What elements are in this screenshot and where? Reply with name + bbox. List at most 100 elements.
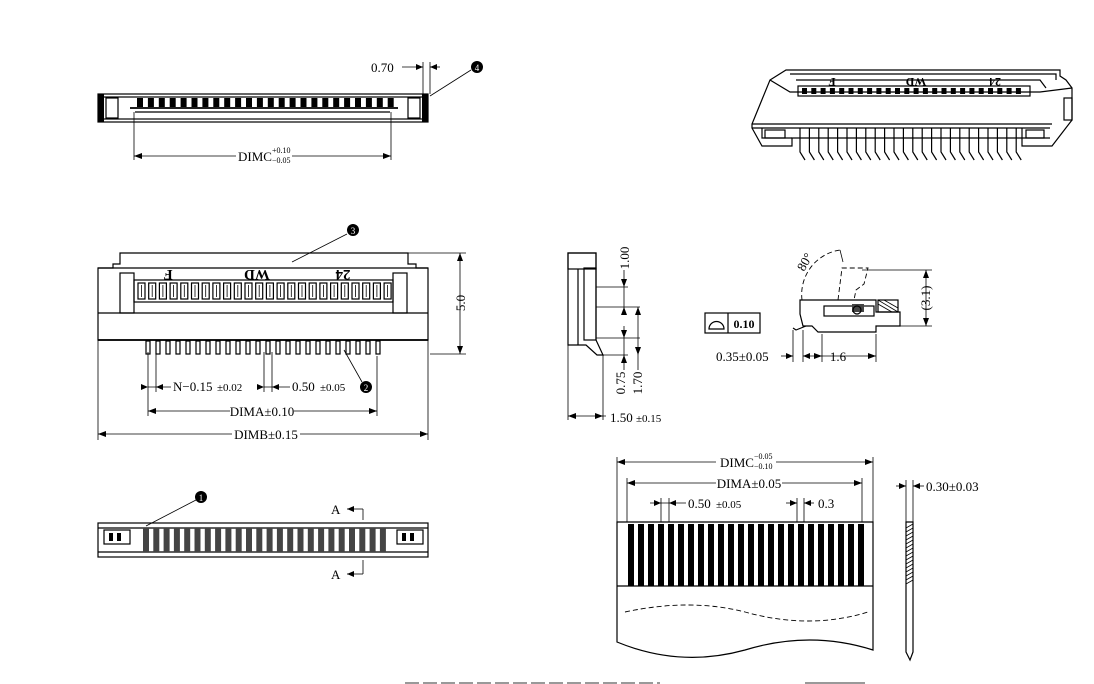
bottom-pin xyxy=(256,528,263,552)
front-leg xyxy=(155,340,161,355)
front-leg xyxy=(215,340,221,355)
dim-n-tol: ±0.02 xyxy=(217,382,242,394)
fpc-side-hatch-line xyxy=(905,551,914,557)
fpc-fingers xyxy=(628,524,864,586)
top-pin xyxy=(169,98,176,107)
iso-leg xyxy=(827,128,834,161)
iso-leg xyxy=(978,128,985,161)
iso-leg xyxy=(987,128,994,161)
bottom-pin xyxy=(173,528,180,552)
fpc-side-hatch-line xyxy=(905,575,914,581)
front-leg xyxy=(265,340,271,355)
dim-pitch-label: 0.50 xyxy=(292,379,315,394)
iso-contact xyxy=(820,88,826,94)
top-pin xyxy=(387,98,394,107)
front-contact xyxy=(223,282,232,300)
front-leg xyxy=(255,340,261,355)
iso-contact xyxy=(802,88,807,94)
fpc-finger xyxy=(738,524,744,586)
bottom-pin xyxy=(246,528,252,552)
top-view: DIMC +0.10 −0.05 0.70 4 xyxy=(97,60,483,165)
bottom-pin xyxy=(194,528,201,552)
iso-contact xyxy=(997,88,1003,94)
fpc-finger xyxy=(818,524,824,586)
fpc-finger xyxy=(808,524,814,586)
top-pin xyxy=(333,98,340,107)
iso-leg xyxy=(949,128,956,161)
front-contact xyxy=(308,282,317,300)
fpc-side-hatch-line xyxy=(905,579,914,585)
front-leg xyxy=(335,340,341,355)
fpc-dimc-tol-upper: −0.05 xyxy=(754,452,773,461)
iso-leg xyxy=(921,128,928,161)
front-contact xyxy=(148,282,157,300)
iso-leg xyxy=(846,128,853,161)
top-pin xyxy=(300,98,307,107)
fpc-side-hatch-line xyxy=(905,535,914,541)
detail-height: (3.1) xyxy=(918,286,933,311)
bottom-pin xyxy=(215,528,222,552)
top-view-pins xyxy=(137,98,394,107)
front-contact xyxy=(297,282,307,300)
iso-contact xyxy=(885,88,891,94)
dim-pitch-tol: ±0.05 xyxy=(320,382,346,394)
front-contact xyxy=(201,282,210,300)
bottom-pin xyxy=(359,528,366,552)
iso-contact xyxy=(867,88,873,94)
iso-leg xyxy=(940,128,947,161)
front-leg xyxy=(205,340,211,355)
iso-leg xyxy=(855,128,862,161)
front-contact xyxy=(180,282,189,300)
fpc-finger xyxy=(628,524,634,586)
section-a-bottom: A xyxy=(331,567,341,582)
bottom-pin xyxy=(143,528,149,552)
fpc-finger xyxy=(788,524,794,586)
iso-contact xyxy=(848,88,854,94)
fpc-finger xyxy=(718,524,724,586)
bottom-pin xyxy=(318,528,325,552)
top-dimc-label: DIMC xyxy=(238,149,272,164)
fpc-view: DIMC −0.05 −0.10 DIMA±0.05 0.50 ±0.05 0.… xyxy=(616,452,979,662)
front-leg xyxy=(175,340,181,355)
flatness-value: 0.10 xyxy=(734,317,755,331)
iso-leg xyxy=(818,128,825,161)
top-pin xyxy=(267,98,274,107)
front-contact xyxy=(212,282,221,300)
marking-f: F xyxy=(163,266,172,282)
bottom-pin xyxy=(287,528,294,552)
iso-leg xyxy=(808,128,815,161)
iso-contact xyxy=(876,88,882,94)
front-leg xyxy=(185,340,191,355)
dim-n-label: N−0.15 xyxy=(173,379,212,394)
fpc-dimc-label: DIMC xyxy=(720,455,754,470)
side-dim-150-tol: ±0.15 xyxy=(636,413,662,425)
iso-legs xyxy=(799,128,1022,161)
fpc-side-hatch xyxy=(905,523,914,585)
top-pin xyxy=(278,98,285,107)
fpc-finger xyxy=(838,524,844,586)
front-contact xyxy=(169,282,178,300)
top-dimc-tol-upper: +0.10 xyxy=(272,146,291,155)
front-leg xyxy=(365,340,371,355)
front-contact xyxy=(351,282,360,300)
bottom-pin xyxy=(276,528,283,552)
front-contact xyxy=(383,282,392,300)
bottom-pin xyxy=(379,528,386,552)
fpc-side-hatch-line xyxy=(905,523,914,529)
detail-dim-035: 0.35±0.05 xyxy=(716,349,769,364)
fpc-thickness: 0.30±0.03 xyxy=(926,479,979,494)
iso-leg xyxy=(1006,128,1013,161)
iso-contact xyxy=(1015,88,1021,94)
front-contact xyxy=(244,282,253,300)
front-leg xyxy=(235,340,241,355)
fpc-finger xyxy=(758,524,764,586)
iso-marking-24: 24 xyxy=(989,75,1001,89)
fpc-pitch-tol: ±0.05 xyxy=(716,499,742,511)
iso-contact xyxy=(950,88,956,94)
top-pin xyxy=(235,98,242,107)
front-leg xyxy=(275,340,281,355)
front-contact xyxy=(319,282,328,300)
fpc-finger xyxy=(778,524,784,586)
fpc-finger xyxy=(708,524,714,586)
iso-leg xyxy=(959,128,966,161)
